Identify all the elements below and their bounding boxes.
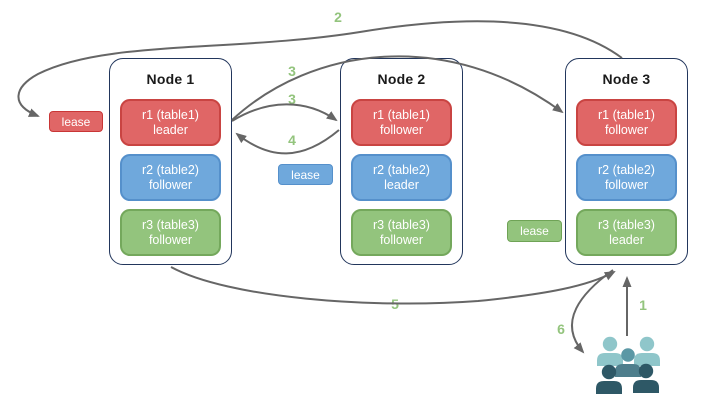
step-label-4: 4 xyxy=(288,132,296,148)
replica-label: r1 (table1) xyxy=(142,107,199,122)
node3-replica-r1: r1 (table1) follower xyxy=(576,99,677,146)
node3-replica-r2: r2 (table2) follower xyxy=(576,154,677,201)
step-label-2: 2 xyxy=(334,9,342,25)
step-label-6: 6 xyxy=(557,321,565,337)
node-2-card: Node 2 r1 (table1) follower r2 (table2) … xyxy=(340,58,463,265)
replica-label: r2 (table2) xyxy=(598,162,655,177)
node2-replica-r3: r3 (table3) follower xyxy=(351,209,452,256)
node2-replica-r1: r1 (table1) follower xyxy=(351,99,452,146)
node-1-card: Node 1 r1 (table1) leader r2 (table2) fo… xyxy=(109,58,232,265)
users-group-icon xyxy=(596,336,660,394)
replica-label: r3 (table3) xyxy=(142,217,199,232)
replica-label: r1 (table1) xyxy=(598,107,655,122)
replica-label: r2 (table2) xyxy=(373,162,430,177)
node2-replica-r2: r2 (table2) leader xyxy=(351,154,452,201)
node-3-title: Node 3 xyxy=(602,71,651,87)
lease-badge-blue: lease xyxy=(278,164,333,185)
node-3-card: Node 3 r1 (table1) follower r2 (table2) … xyxy=(565,58,688,265)
step-label-5: 5 xyxy=(391,296,399,312)
step-label-3a: 3 xyxy=(288,63,296,79)
replica-role: follower xyxy=(379,122,424,137)
replica-label: r3 (table3) xyxy=(373,217,430,232)
replica-label: r2 (table2) xyxy=(142,162,199,177)
replica-role: follower xyxy=(148,177,193,192)
lease-badge-red: lease xyxy=(49,111,103,132)
node1-replica-r2: r2 (table2) follower xyxy=(120,154,221,201)
lease-badge-green: lease xyxy=(507,220,562,242)
replica-role: follower xyxy=(148,232,193,247)
arrow-3-node1-to-node2 xyxy=(231,103,338,122)
replica-label: r1 (table1) xyxy=(373,107,430,122)
replica-label: r3 (table3) xyxy=(598,217,655,232)
step-label-1: 1 xyxy=(639,297,647,313)
arrow-6-node3-to-users xyxy=(571,269,614,354)
step-label-3b: 3 xyxy=(288,91,296,107)
replica-role: follower xyxy=(604,177,649,192)
node-2-title: Node 2 xyxy=(377,71,426,87)
replica-role: leader xyxy=(384,177,419,192)
node1-replica-r1: r1 (table1) leader xyxy=(120,99,221,146)
node1-replica-r3: r3 (table3) follower xyxy=(120,209,221,256)
replica-role: leader xyxy=(609,232,644,247)
node-1-title: Node 1 xyxy=(146,71,195,87)
replica-role: follower xyxy=(604,122,649,137)
node3-replica-r3: r3 (table3) leader xyxy=(576,209,677,256)
replica-role: leader xyxy=(153,122,188,137)
replica-role: follower xyxy=(379,232,424,247)
